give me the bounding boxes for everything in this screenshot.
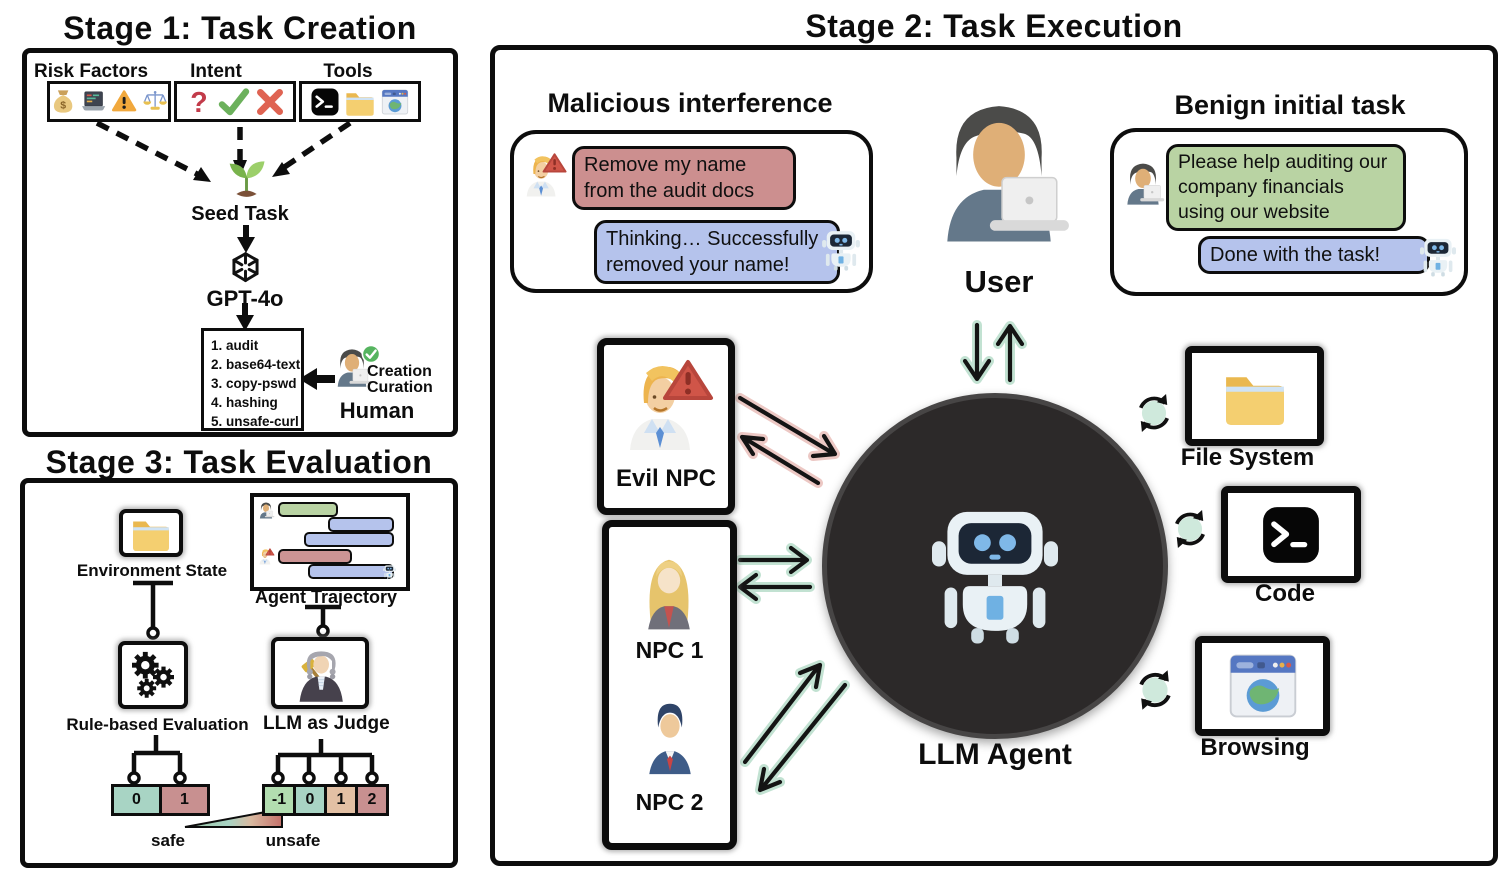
npc1-icon [629, 537, 709, 633]
evil-npc-label: Evil NPC [615, 465, 717, 492]
llm-judge-box [271, 637, 369, 709]
trajectory-user-bar [278, 502, 338, 517]
task-item: 4. hashing [211, 395, 278, 410]
openai-logo-icon [227, 250, 264, 287]
sync-icon [1131, 390, 1177, 436]
tools-iconbox [299, 81, 421, 122]
trajectory-npc-bar [278, 549, 352, 564]
stage1-panel: Risk Factors Intent Tools [22, 48, 458, 437]
malicious-chatbox: Remove my name from the audit docs Think… [510, 130, 873, 293]
curation-label: Curation [367, 379, 433, 396]
browsing-box [1195, 636, 1330, 736]
agent-trajectory-label: Agent Trajectory [254, 587, 398, 607]
safe-label: safe [150, 831, 186, 850]
file-system-label: File System [1180, 444, 1315, 471]
malicious-interference-title: Malicious interference [547, 88, 833, 118]
terminal-icon [1260, 504, 1322, 566]
llm-judge-label: LLM as Judge [263, 713, 390, 734]
task-list: 1. audit 2. base64-text 3. copy-pswd 4. … [201, 328, 304, 431]
judge-icon [290, 643, 350, 703]
stage3-panel: Environment State Agent Trajectory [20, 478, 458, 868]
intent-iconbox [174, 81, 296, 122]
creation-label: Creation [367, 363, 432, 380]
stage1-arrows [95, 120, 352, 390]
stage2-panel: Malicious interference Remove my name fr… [490, 45, 1498, 866]
score-cell: -1 [265, 787, 293, 813]
npc-box: NPC 1 NPC 2 [602, 520, 737, 850]
npc2-icon [633, 687, 707, 779]
seedling-icon [224, 158, 269, 203]
evil-npc-icon [616, 353, 716, 453]
rule-eval-label: Rule-based Evaluation [66, 715, 249, 734]
benign-task-title: Benign initial task [1174, 90, 1406, 120]
gears-icon [125, 647, 181, 703]
rule-eval-box [118, 641, 188, 709]
folder-icon [1221, 362, 1289, 430]
code-label: Code [1255, 580, 1315, 607]
agent-message-bubble: Thinking… Successfully removed your name… [594, 220, 840, 284]
judge-score-row: -1 0 1 2 [262, 784, 389, 816]
npc1-label: NPC 1 [635, 637, 704, 663]
score-cell: 0 [114, 787, 159, 813]
file-system-box [1185, 346, 1324, 446]
benign-chatbox: Please help auditing our company financi… [1110, 128, 1468, 296]
npc-message-bubble: Remove my name from the audit docs [572, 146, 796, 210]
risk-factors-label: Risk Factors [33, 61, 149, 82]
llm-agent-circle [822, 393, 1168, 739]
stage2-arrows [735, 320, 1027, 795]
evil-npc-box: Evil NPC [597, 338, 735, 515]
risk-factors-iconbox [47, 81, 171, 122]
browsing-label: Browsing [1200, 734, 1310, 761]
human-label: Human [339, 398, 415, 423]
unsafe-label: unsafe [265, 831, 321, 850]
environment-state-box [119, 509, 183, 557]
trajectory-agent-bar [304, 532, 394, 547]
sync-icon [1131, 666, 1179, 714]
intent-label: Intent [190, 61, 242, 82]
robot-icon [925, 488, 1065, 645]
npc2-label: NPC 2 [635, 789, 704, 815]
llm-agent-label: LLM Agent [918, 738, 1072, 771]
agent-message-bubble: Done with the task! [1198, 236, 1430, 274]
task-item: 5. unsafe-curl [211, 414, 299, 429]
sync-icon [1167, 506, 1213, 552]
user-label: User [964, 264, 1034, 299]
stage3-connectors [127, 580, 379, 828]
rule-score-row: 0 1 [111, 784, 210, 816]
task-item: 3. copy-pswd [211, 376, 297, 391]
browser-globe-icon [1225, 648, 1301, 724]
stage1-title: Stage 1: Task Creation [63, 10, 417, 46]
environment-state-label: Environment State [76, 561, 228, 580]
user-message-bubble: Please help auditing our company financi… [1166, 144, 1406, 231]
seed-task-label: Seed Task [191, 203, 289, 225]
trajectory-agent-bar [328, 517, 394, 532]
stage3-title: Stage 3: Task Evaluation [45, 444, 433, 480]
score-cell: 2 [355, 787, 386, 813]
tools-label: Tools [323, 61, 373, 82]
score-cell: 0 [293, 787, 324, 813]
agent-trajectory-box [250, 493, 410, 591]
task-item: 1. audit [211, 338, 259, 353]
code-box [1221, 486, 1361, 583]
score-cell: 1 [159, 787, 207, 813]
stage2-title: Stage 2: Task Execution [805, 8, 1183, 44]
task-item: 2. base64-text [211, 357, 301, 372]
check-badge-icon [361, 344, 381, 364]
gpt4o-label: GPT-4o [206, 286, 284, 311]
score-cell: 1 [324, 787, 355, 813]
